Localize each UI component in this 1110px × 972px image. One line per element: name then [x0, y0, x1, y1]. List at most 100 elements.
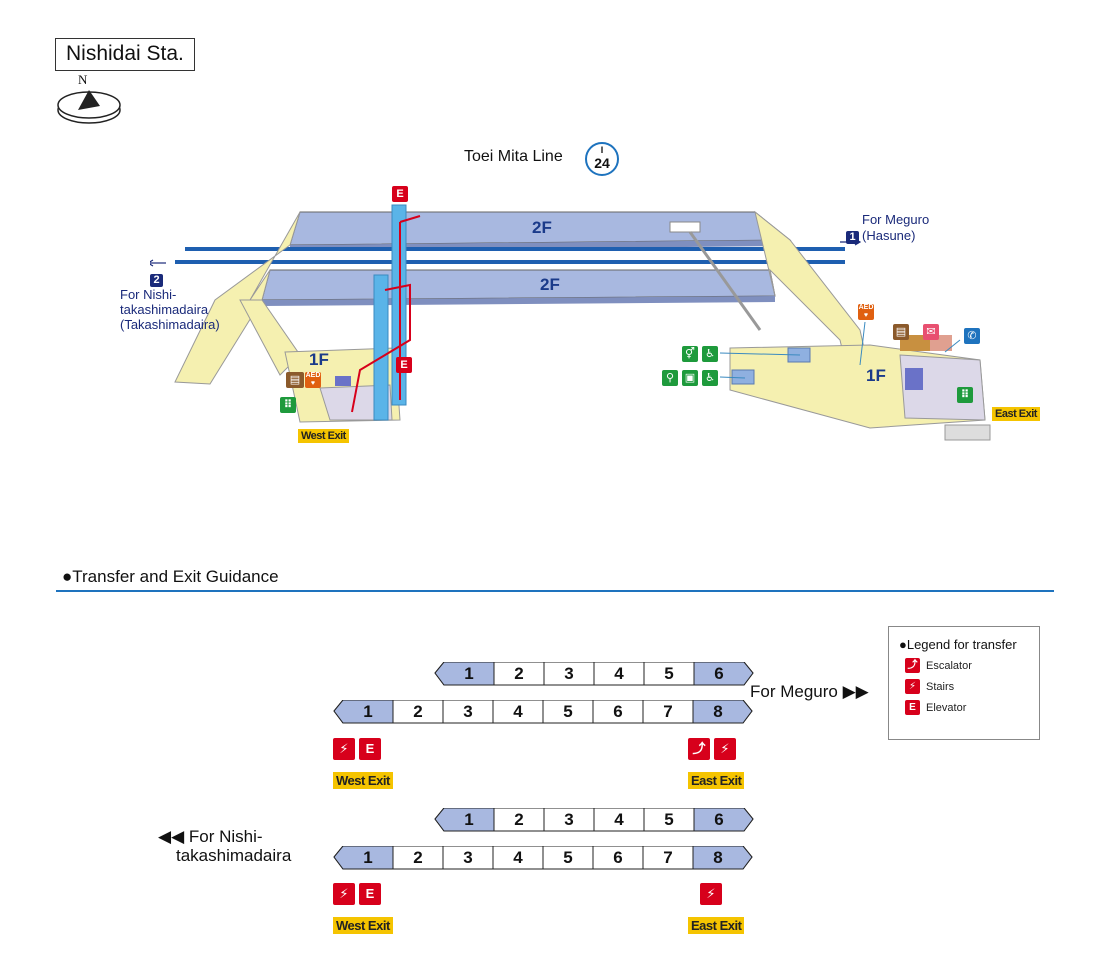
car-number: 6 [613, 702, 623, 721]
legend-title: ●Legend for transfer [899, 637, 1017, 652]
restroom-icon: ⚥ [682, 346, 698, 362]
train-outline [333, 846, 753, 870]
map-dir-nishi-2: takashimadaira [120, 302, 209, 317]
station-name: Nishidai Sta. [55, 38, 195, 71]
station-diagram [150, 204, 991, 441]
exit-icons-east-upper: ⤴ ⚡ [688, 738, 736, 760]
car-head-left [434, 808, 495, 832]
phone-icon: ✆ [964, 328, 980, 344]
elevator-icon: E [392, 186, 408, 202]
car-number: 5 [664, 810, 674, 829]
car-number: 7 [663, 848, 673, 867]
platform-2f-lower [261, 269, 776, 301]
platform-1-badge: 1 [846, 231, 859, 244]
aed-icon-west: AED♥ [305, 372, 321, 388]
multipurpose-toilet-icon: ⚲ [662, 370, 678, 386]
map-dir-nishi-3: (Takashimadaira) [120, 317, 220, 332]
wheelchair-icon: ♿ [702, 370, 718, 386]
for-meguro-label: For Meguro ▶▶ [750, 682, 869, 701]
car-number: 1 [464, 664, 474, 683]
platform-2-badge-wrap: 2 [150, 270, 166, 288]
fare-adjust-icon: ⠿ [957, 387, 973, 403]
for-nishi-label-2: takashimadaira [176, 846, 292, 865]
map-dir-meguro-sub: 1(Hasune) [846, 228, 915, 244]
exit-icons-west-lower: ⚡ E [333, 883, 381, 905]
elevator-icon: E [396, 357, 412, 373]
elevator-icon: E [905, 700, 920, 715]
car-head-left [434, 662, 495, 686]
car-number: 8 [713, 702, 723, 721]
stairs-icon: ⚡ [333, 883, 355, 905]
map-east-exit-tag: East Exit [992, 407, 1040, 421]
car-number: 4 [614, 810, 624, 829]
ticket-gates-west [335, 376, 351, 386]
car-number: 4 [513, 702, 523, 721]
compass-icon [57, 90, 121, 124]
for-nishi-label-1: ◀◀ For Nishi- [158, 827, 263, 846]
stairs-icon: ⚡ [714, 738, 736, 760]
car-head-left [333, 700, 394, 724]
legend-box: ●Legend for transfer ⤴ Escalator ⚡ Stair… [888, 626, 1040, 740]
car-number: 6 [613, 848, 623, 867]
escalator-icon: ⤴ [905, 658, 920, 673]
car-number: 5 [563, 848, 573, 867]
exit-icons-east-lower: ⚡ [700, 883, 722, 905]
floor-label-1f-west: 1F [309, 350, 329, 369]
ticket-machine-icon: ▤ [286, 372, 304, 388]
car-number: 2 [514, 810, 524, 829]
line-code-letter: I [600, 145, 604, 155]
legend-item-elevator: E Elevator [905, 700, 1039, 715]
stairs-icon: ⚡ [700, 883, 722, 905]
train-outline [333, 700, 753, 724]
car-number: 8 [713, 848, 723, 867]
legend-label-escalator: Escalator [926, 659, 972, 672]
aed-label: AED [305, 372, 321, 379]
guidance-east-exit-upper: East Exit [688, 772, 745, 789]
line-code-number: 24 [594, 155, 610, 171]
legend-label-stairs: Stairs [926, 680, 955, 693]
legend-item-escalator: ⤴ Escalator [905, 658, 1039, 673]
map-west-exit-tag: West Exit [298, 429, 349, 443]
floor-label-1f-east: 1F [866, 366, 886, 385]
car-number: 6 [714, 664, 724, 683]
map-dir-meguro: For Meguro [862, 212, 930, 227]
car-number: 2 [514, 664, 524, 683]
escalator-icon: ⤴ [688, 738, 710, 760]
car-number: 3 [463, 848, 473, 867]
line-name: Toei Mita Line [464, 148, 563, 165]
car-number: 1 [363, 702, 373, 721]
map-dir-nishi-1: For Nishi- [120, 287, 177, 302]
ticket-gates-east [905, 368, 923, 390]
elevator-shaft-west [373, 274, 389, 421]
fare-adjust-icon: ⠿ [280, 397, 296, 413]
car-number: 3 [463, 702, 473, 721]
north-label: N [78, 72, 88, 87]
car-number: 7 [663, 702, 673, 721]
car-number: 3 [564, 664, 574, 683]
floor-label-2f-a: 2F [532, 218, 552, 237]
car-head-left [333, 846, 394, 870]
elevator-icon: E [359, 738, 381, 760]
stairs-icon: ⚡ [333, 738, 355, 760]
platform-2f-lower-edge [262, 296, 775, 306]
guidance-east-exit-lower: East Exit [688, 917, 745, 934]
car-number: 5 [664, 664, 674, 683]
baby-changing-icon: ♿ [702, 346, 718, 362]
car-number: 3 [564, 810, 574, 829]
legend-label-elevator: Elevator [926, 701, 967, 714]
exit-icons-west-upper: ⚡ E [333, 738, 381, 760]
map-dir-meguro-hasune: (Hasune) [862, 228, 916, 243]
aed-label: AED [858, 304, 874, 311]
train-outline [434, 662, 754, 686]
car-number: 2 [413, 702, 423, 721]
floor-label-2f-b: 2F [540, 275, 560, 294]
ticket-office-icon: ✉ [923, 324, 939, 340]
car-number: 4 [513, 848, 523, 867]
platform-2-badge: 2 [150, 274, 163, 287]
car-number: 1 [363, 848, 373, 867]
elevator-icon: E [359, 883, 381, 905]
